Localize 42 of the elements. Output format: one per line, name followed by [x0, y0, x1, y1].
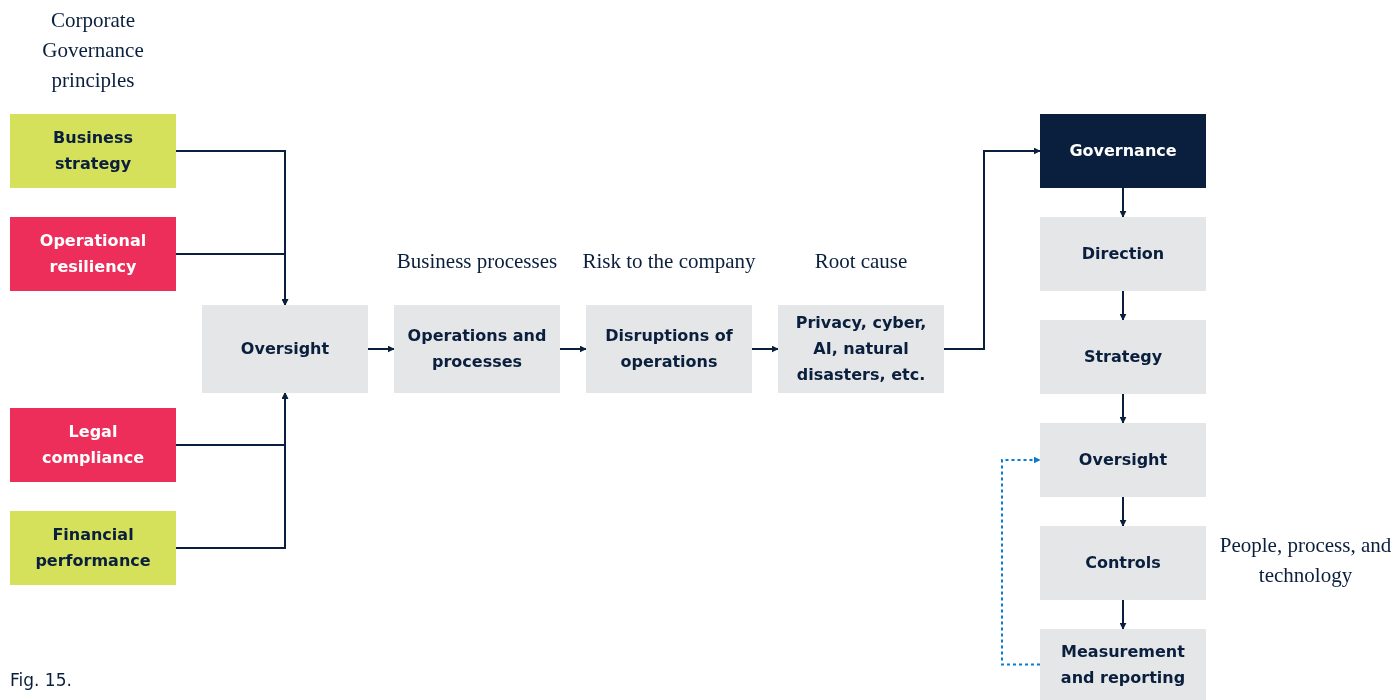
figure-caption: Fig. 15. — [10, 669, 72, 692]
arrow — [1119, 187, 1127, 218]
box-label: Operational resiliency — [38, 230, 148, 278]
box-label: Oversight — [1078, 449, 1168, 471]
process-box — [1040, 217, 1206, 291]
arrow — [1001, 456, 1041, 666]
box-label: Operations and processes — [406, 325, 548, 373]
column-heading: Corporate Governance principles — [41, 7, 145, 94]
principle-box — [10, 217, 176, 291]
stage-heading: Risk to the company — [582, 248, 756, 275]
arrow — [1119, 290, 1127, 321]
box-label: Controls — [1085, 552, 1161, 574]
process-box — [1040, 423, 1206, 497]
side-note: People, process, and technology — [1218, 532, 1393, 589]
principle-box — [10, 511, 176, 585]
box-label: Legal compliance — [40, 421, 146, 469]
principle-box — [10, 408, 176, 482]
box-label: Privacy, cyber, AI, natural disasters, etc. — [794, 312, 928, 386]
arrow — [1119, 599, 1127, 630]
box-label: Business strategy — [52, 127, 134, 175]
principle-box — [10, 114, 176, 188]
box-label: Financial performance — [34, 524, 152, 572]
box-label: Governance — [1069, 140, 1177, 162]
arrow — [751, 345, 779, 353]
box-label: Disruptions of operations — [604, 325, 734, 373]
box-label: Measurement and reporting — [1059, 640, 1187, 689]
process-box — [1040, 114, 1206, 188]
box-label: Direction — [1081, 243, 1165, 265]
arrow — [943, 147, 1041, 350]
process-box — [1040, 629, 1206, 700]
process-box — [202, 305, 368, 393]
arrow — [1119, 496, 1127, 527]
box-label: Oversight — [240, 338, 330, 360]
arrow — [367, 345, 395, 353]
box-label: Strategy — [1083, 346, 1163, 368]
stage-heading: Business processes — [396, 248, 558, 275]
arrow — [559, 345, 587, 353]
arrow — [175, 253, 289, 306]
process-box — [1040, 320, 1206, 394]
stage-heading: Root cause — [814, 248, 908, 275]
arrow — [1119, 393, 1127, 424]
arrow — [175, 392, 289, 549]
